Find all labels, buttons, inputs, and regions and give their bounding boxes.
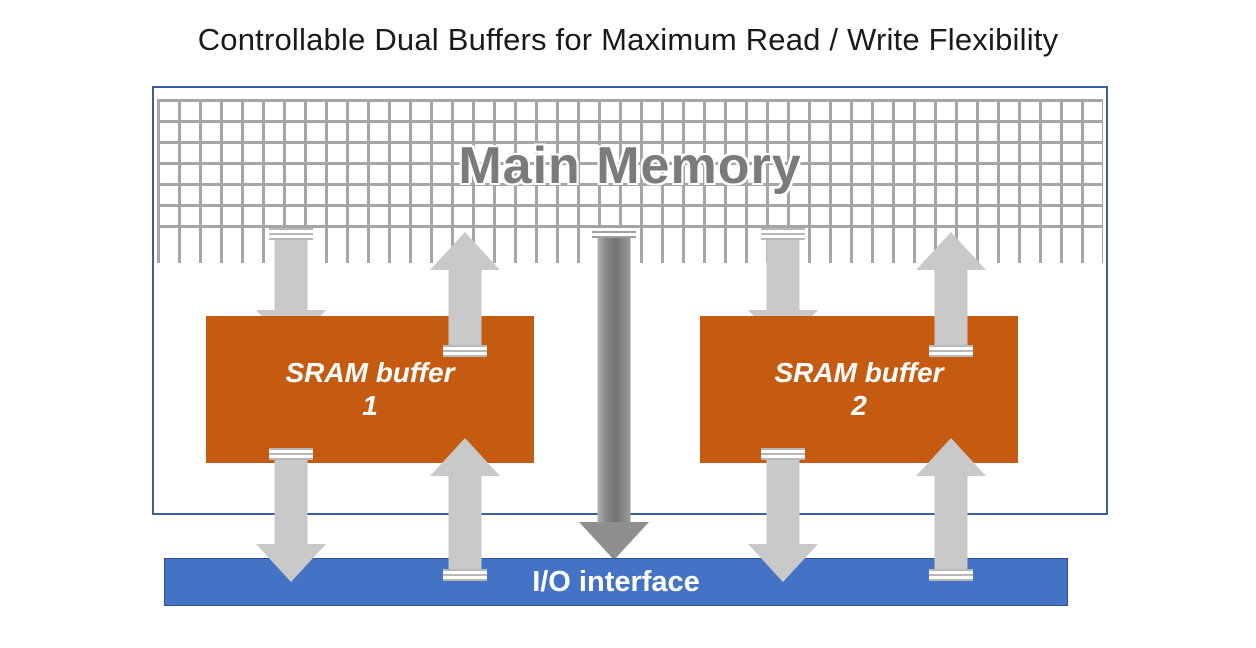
arrow-head-up-icon [430, 232, 500, 270]
arrow-connector-ribs [443, 345, 487, 359]
arrow-io-to-buffer1 [430, 438, 500, 586]
arrow-io-to-buffer2 [916, 438, 986, 586]
arrow-buffer2-to-io [748, 448, 818, 583]
arrow-head-up-icon [430, 438, 500, 476]
arrow-connector-ribs [929, 345, 973, 359]
arrow-connector-ribs [269, 448, 313, 462]
arrow-connector-ribs [761, 448, 805, 462]
sram-buffer-1-index: 1 [362, 389, 378, 421]
arrow-buffer1-to-io [256, 448, 326, 583]
arrow-shaft [934, 269, 968, 349]
arrow-connector-ribs [592, 226, 636, 240]
arrow-head-down-icon [256, 544, 326, 582]
arrow-memory-to-io [578, 226, 650, 566]
arrow-shaft [766, 460, 800, 546]
main-memory-grid [157, 99, 1103, 246]
page-title: Controllable Dual Buffers for Maximum Re… [197, 22, 1059, 57]
arrow-shaft [448, 475, 482, 573]
arrow-shaft [448, 269, 482, 349]
arrow-connector-ribs [929, 569, 973, 583]
arrow-connector-ribs [443, 569, 487, 583]
sram-buffer-1-name: SRAM buffer [285, 357, 455, 389]
arrow-shaft [274, 240, 308, 312]
io-interface-label: I/O interface [532, 565, 700, 598]
arrow-connector-ribs [761, 228, 805, 242]
arrow-head-up-icon [916, 232, 986, 270]
sram-buffer-2-index: 2 [851, 389, 867, 421]
arrow-shaft [766, 240, 800, 312]
sram-buffer-2-name: SRAM buffer [774, 357, 944, 389]
arrow-buffer2-to-memory [916, 232, 986, 362]
arrow-shaft [274, 460, 308, 546]
arrow-head-down-icon [748, 544, 818, 582]
arrow-shaft [934, 475, 968, 573]
arrow-connector-ribs [269, 228, 313, 242]
arrow-shaft [597, 238, 631, 524]
arrow-head-up-icon [916, 438, 986, 476]
arrow-buffer1-to-memory [430, 232, 500, 362]
arrow-head-down-icon [579, 522, 649, 560]
main-memory-label: Main Memory [458, 137, 802, 195]
